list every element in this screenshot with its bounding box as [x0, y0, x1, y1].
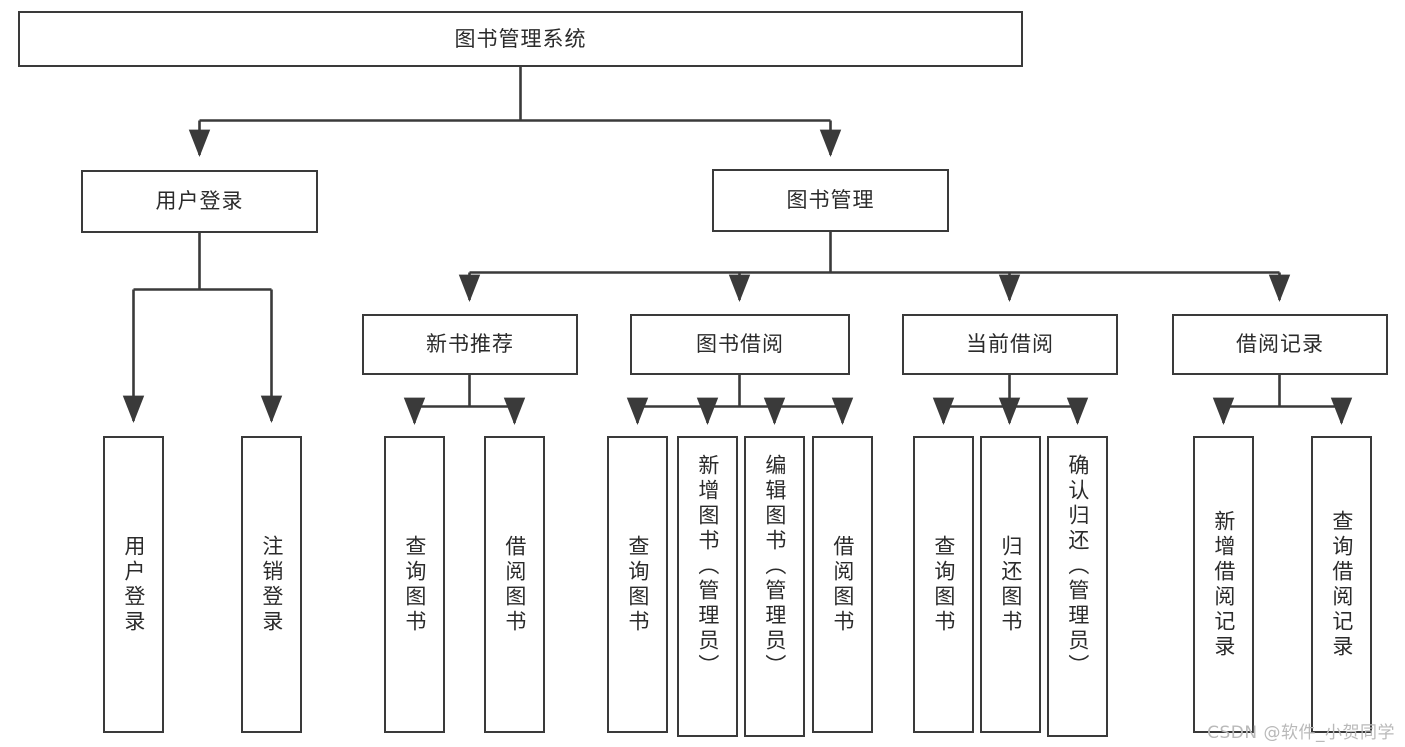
leaf-borrow-record-query[interactable]: 查询借阅记录 [1311, 436, 1372, 733]
node-new-book-recommend[interactable]: 新书推荐 [362, 314, 578, 375]
leaf-user-login-login[interactable]: 用户登录 [103, 436, 164, 733]
leaf-book-borrow-borrow[interactable]: 借阅图书 [812, 436, 873, 733]
node-label: 新书推荐 [426, 332, 514, 357]
node-label: 查询图书 [625, 534, 650, 635]
node-book-borrow[interactable]: 图书借阅 [630, 314, 850, 375]
node-root-book-management-system[interactable]: 图书管理系统 [18, 11, 1023, 67]
node-label: 借阅图书 [502, 534, 527, 635]
csdn-watermark: CSDN @软件_小贺同学 [1207, 723, 1395, 743]
leaf-current-borrow-confirm-return[interactable]: 确认归还（管理员） [1047, 436, 1108, 737]
leaf-book-borrow-add[interactable]: 新增图书（管理员） [677, 436, 738, 737]
leaf-book-borrow-edit[interactable]: 编辑图书（管理员） [744, 436, 805, 737]
leaf-current-borrow-return[interactable]: 归还图书 [980, 436, 1041, 733]
node-label: 注销登录 [259, 534, 284, 635]
leaf-borrow-record-add[interactable]: 新增借阅记录 [1193, 436, 1254, 733]
node-label: 归还图书 [998, 534, 1023, 635]
node-label: 确认归还（管理员） [1065, 454, 1090, 679]
node-label: 新增借阅记录 [1211, 509, 1236, 660]
node-current-borrow[interactable]: 当前借阅 [902, 314, 1118, 375]
node-label: 用户登录 [121, 534, 146, 635]
leaf-book-borrow-query[interactable]: 查询图书 [607, 436, 668, 733]
node-label: 借阅图书 [830, 534, 855, 635]
node-label: 图书管理系统 [454, 26, 587, 51]
node-label: 借阅记录 [1236, 332, 1324, 357]
node-label: 当前借阅 [966, 332, 1054, 357]
leaf-user-login-logout[interactable]: 注销登录 [241, 436, 302, 733]
node-book-management[interactable]: 图书管理 [712, 169, 949, 232]
node-label: 查询借阅记录 [1329, 509, 1354, 660]
node-label: 查询图书 [931, 534, 956, 635]
node-label: 查询图书 [402, 534, 427, 635]
leaf-new-book-query[interactable]: 查询图书 [384, 436, 445, 733]
node-label: 图书借阅 [696, 332, 784, 357]
node-borrow-record[interactable]: 借阅记录 [1172, 314, 1388, 375]
node-label: 编辑图书（管理员） [762, 454, 787, 679]
node-user-login[interactable]: 用户登录 [81, 170, 318, 233]
leaf-current-borrow-query[interactable]: 查询图书 [913, 436, 974, 733]
node-label: 图书管理 [786, 188, 875, 213]
node-label: 新增图书（管理员） [695, 454, 720, 679]
leaf-new-book-borrow[interactable]: 借阅图书 [484, 436, 545, 733]
node-label: 用户登录 [155, 189, 244, 214]
